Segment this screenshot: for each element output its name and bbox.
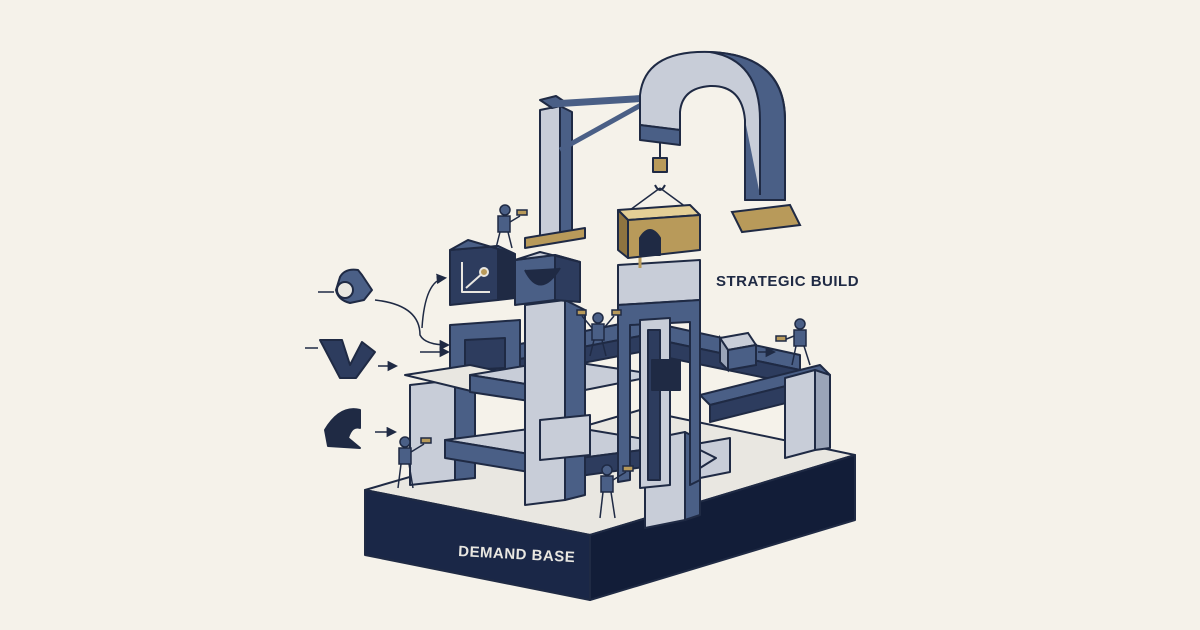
strategic-build-label: STRATEGIC BUILD	[716, 273, 859, 290]
worker-icon	[576, 309, 622, 357]
hammer-icon	[775, 335, 787, 342]
frame-structure	[404, 299, 831, 529]
worker-icon	[397, 436, 432, 489]
central-cutout-block	[514, 251, 581, 306]
worker-icon	[599, 464, 634, 519]
input-shapes	[319, 268, 376, 449]
worker-icon	[495, 204, 528, 249]
hanging-block	[617, 204, 701, 259]
chart-icon	[461, 262, 490, 293]
hammer-icon	[516, 209, 528, 216]
cutout-shape-icon	[324, 408, 361, 449]
worker-icon	[775, 318, 811, 366]
input-arrows	[305, 273, 777, 438]
demand-base-label: DEMAND BASE	[458, 543, 576, 566]
base-side	[589, 454, 856, 601]
chart-cube	[449, 239, 516, 306]
gold-slab	[730, 203, 802, 234]
check-shape-icon	[319, 339, 376, 379]
crane-icon	[524, 94, 691, 249]
arrow-icon	[374, 299, 451, 351]
hammer-icon	[622, 465, 634, 472]
gray-block	[718, 331, 758, 373]
hammer-icon	[611, 309, 622, 316]
hammer-icon	[420, 437, 432, 444]
hammer-icon	[576, 309, 587, 316]
arch-piece	[639, 50, 786, 201]
arrow-icon	[421, 273, 448, 329]
